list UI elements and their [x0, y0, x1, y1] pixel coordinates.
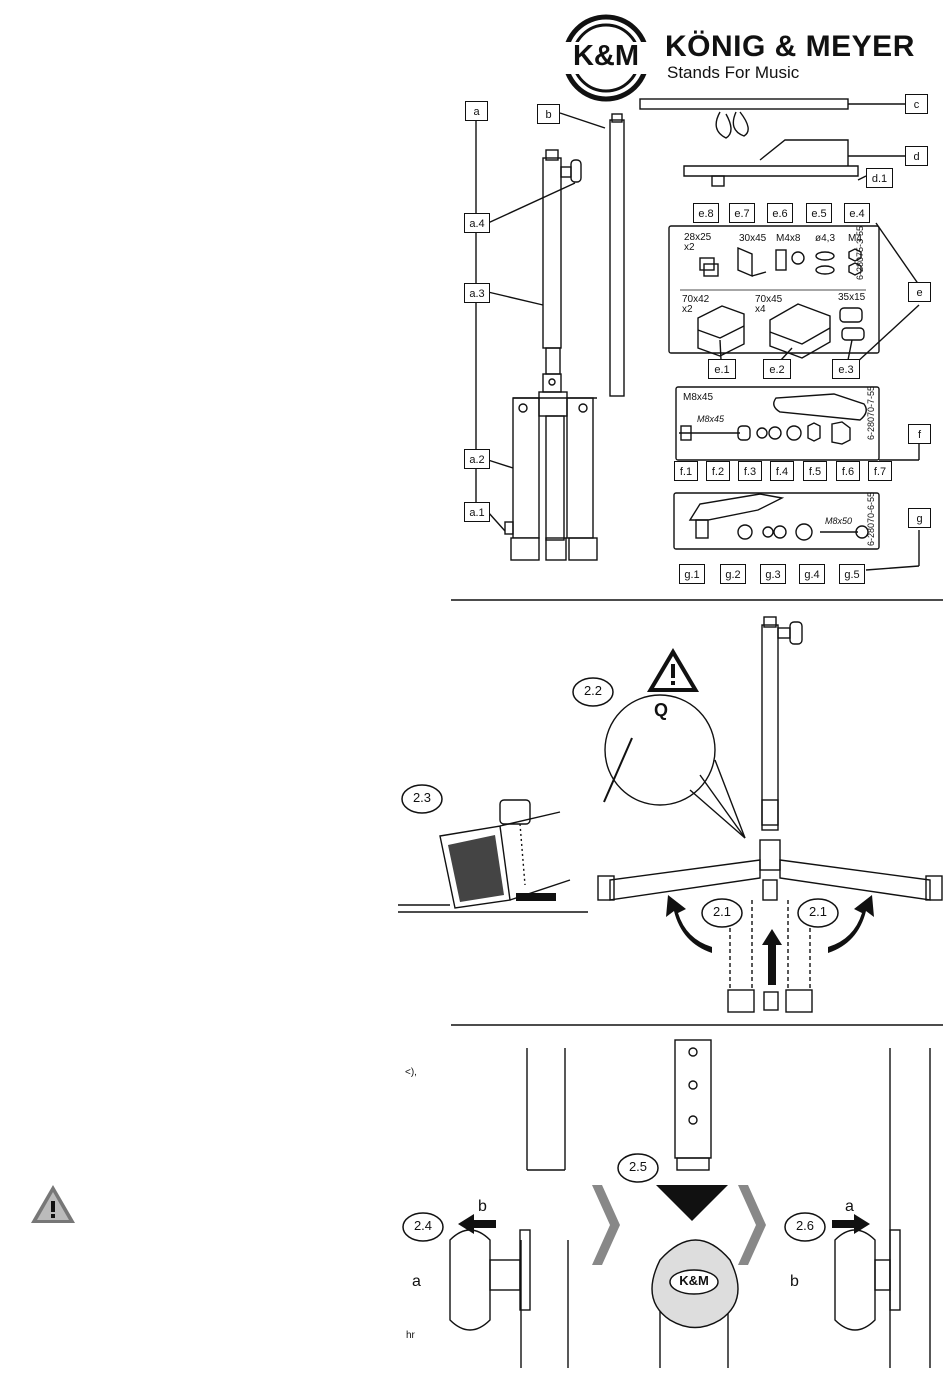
part-label-e7: e.7 [729, 203, 755, 223]
step-2-1-left: 2.1 [712, 904, 732, 919]
part-label-g: g [908, 508, 931, 528]
kit-e-size-e5: ø4,3 [815, 233, 836, 244]
part-label-a2: a.2 [464, 449, 490, 469]
part-label-f1: f.1 [674, 461, 698, 481]
kit-e-size-e8: 28x25 [684, 232, 712, 243]
warning-letter: Q [654, 700, 669, 720]
part-label-g2: g.2 [720, 564, 746, 584]
part-label-d1: d.1 [866, 168, 893, 188]
kit-e-qty-e2: x4 [755, 304, 766, 315]
part-label-f3: f.3 [738, 461, 762, 481]
part-label-f: f [908, 424, 931, 444]
part-label-c: c [905, 94, 928, 114]
kit-f-bolt: M8x45 [697, 414, 725, 424]
kit-e-code: 6-28075-3-55 [855, 225, 865, 280]
kit-e-size-e2: 70x45 [755, 294, 783, 305]
brand-logo: K&M [562, 14, 650, 102]
logo-ring-icon [562, 14, 650, 102]
step-2-6: 2.6 [795, 1218, 815, 1233]
kit-g-code: 6-28070-6-55 [866, 491, 876, 546]
part-label-g1: g.1 [679, 564, 705, 584]
part-label-g4: g.4 [799, 564, 825, 584]
part-label-f5: f.5 [803, 461, 827, 481]
part-label-e5: e.5 [806, 203, 832, 223]
kit-e-qty-e8: x2 [684, 242, 695, 253]
part-label-e1: e.1 [708, 359, 736, 379]
margin-text-fragment: <), [405, 1067, 417, 1078]
part-label-e2: e.2 [763, 359, 791, 379]
part-label-e8: e.8 [693, 203, 719, 223]
arrow-label-b-left: b [478, 1198, 487, 1215]
margin-text-fragment: hr [406, 1330, 415, 1341]
kit-e-size-e1: 70x42 [682, 294, 710, 305]
step-2-2: 2.2 [583, 683, 603, 698]
brand-tagline: Stands For Music [667, 63, 800, 82]
arrow-label-a-right: a [845, 1198, 854, 1215]
step-2-3: 2.3 [412, 790, 432, 805]
part-label-a3: a.3 [464, 283, 490, 303]
part-label-e6: e.6 [767, 203, 793, 223]
part-label-e4: e.4 [844, 203, 870, 223]
kit-f-code: 6-28070-7-55 [866, 385, 876, 440]
knob-logo-text: K&M [679, 1273, 709, 1288]
part-label-f7: f.7 [868, 461, 892, 481]
kit-g-bolt: M8x50 [825, 516, 853, 526]
arrow-label-a-left: a [412, 1273, 421, 1290]
brand-name: KÖNIG & MEYER [665, 30, 915, 63]
part-label-g3: g.3 [760, 564, 786, 584]
kit-e-size-e6: M4x8 [776, 233, 801, 244]
kit-e-qty-e1: x2 [682, 304, 693, 315]
part-label-b: b [537, 104, 560, 124]
part-label-f2: f.2 [706, 461, 730, 481]
part-label-f6: f.6 [836, 461, 860, 481]
part-label-a1: a.1 [464, 502, 490, 522]
warning-icon [31, 1185, 75, 1223]
step-2-4: 2.4 [413, 1218, 433, 1233]
part-label-a4: a.4 [464, 213, 490, 233]
kit-f-size: M8x45 [683, 392, 714, 403]
part-label-d: d [905, 146, 928, 166]
part-label-g5: g.5 [839, 564, 865, 584]
kit-e-size-e4: M4 [848, 233, 862, 244]
kit-e-size-e3: 35x15 [838, 292, 866, 303]
kit-e-size-e7: 30x45 [739, 233, 767, 244]
logo-text: K&M [572, 40, 640, 72]
step-2-1-right: 2.1 [808, 904, 828, 919]
part-label-a: a [465, 101, 488, 121]
arrow-label-b-right: b [790, 1273, 799, 1290]
part-label-f4: f.4 [770, 461, 794, 481]
step-2-5: 2.5 [628, 1159, 648, 1174]
part-label-e3: e.3 [832, 359, 860, 379]
part-label-e: e [908, 282, 931, 302]
